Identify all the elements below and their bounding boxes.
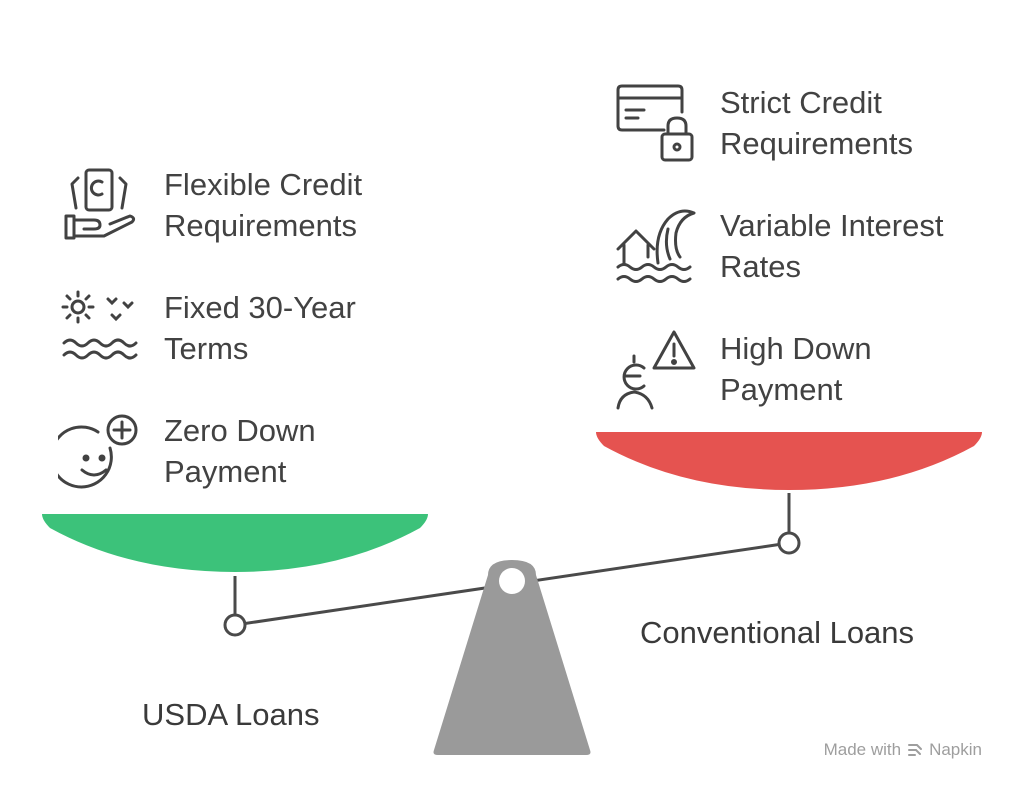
left-item-1-line1: Flexible Credit <box>164 167 363 202</box>
smile-plus-icon <box>58 414 138 489</box>
left-item-2-line2: Terms <box>164 331 249 366</box>
right-item-variable-rates: Variable Interest Rates <box>614 205 1020 287</box>
napkin-watermark: Made with Napkin <box>824 740 982 760</box>
person-warning-icon <box>616 330 696 410</box>
left-item-fixed-terms: Fixed 30-Year Terms <box>58 287 464 369</box>
right-item-3-line1: High Down <box>720 331 872 366</box>
hand-holding-money-icon <box>64 168 136 240</box>
scale-stand <box>433 560 591 755</box>
left-pan <box>42 514 428 572</box>
made-with-text: Made with <box>823 740 902 759</box>
sun-waves-icon <box>61 290 138 360</box>
right-item-1-line2: Requirements <box>720 126 913 161</box>
right-item-high-down: High Down Payment <box>614 328 1020 410</box>
left-item-flexible-credit: Flexible Credit Requirements <box>58 164 464 246</box>
conventional-loans-label: Conventional Loans <box>640 615 915 650</box>
left-item-1-line2: Requirements <box>164 208 357 243</box>
left-item-2-line1: Fixed 30-Year <box>164 290 356 325</box>
right-item-strict-credit: Strict Credit Requirements <box>614 82 1020 164</box>
right-item-1-line1: Strict Credit <box>720 85 882 120</box>
left-item-3-line2: Payment <box>164 454 287 489</box>
house-wave-icon <box>616 209 696 283</box>
left-pivot <box>223 613 247 637</box>
right-pivot <box>777 531 801 555</box>
right-pan <box>596 432 982 490</box>
right-item-2-line2: Rates <box>720 249 801 284</box>
right-item-3-line2: Payment <box>720 372 843 407</box>
right-item-2-line1: Variable Interest <box>720 208 944 243</box>
stand-pivot-hole <box>499 568 525 594</box>
napkin-logo-icon <box>908 744 923 756</box>
left-item-zero-down: Zero Down Payment <box>58 410 464 492</box>
left-item-3-line1: Zero Down <box>164 413 316 448</box>
napkin-brand-text: Napkin <box>929 740 982 759</box>
credit-card-lock-icon <box>616 84 694 162</box>
usda-loans-label: USDA Loans <box>142 697 320 732</box>
